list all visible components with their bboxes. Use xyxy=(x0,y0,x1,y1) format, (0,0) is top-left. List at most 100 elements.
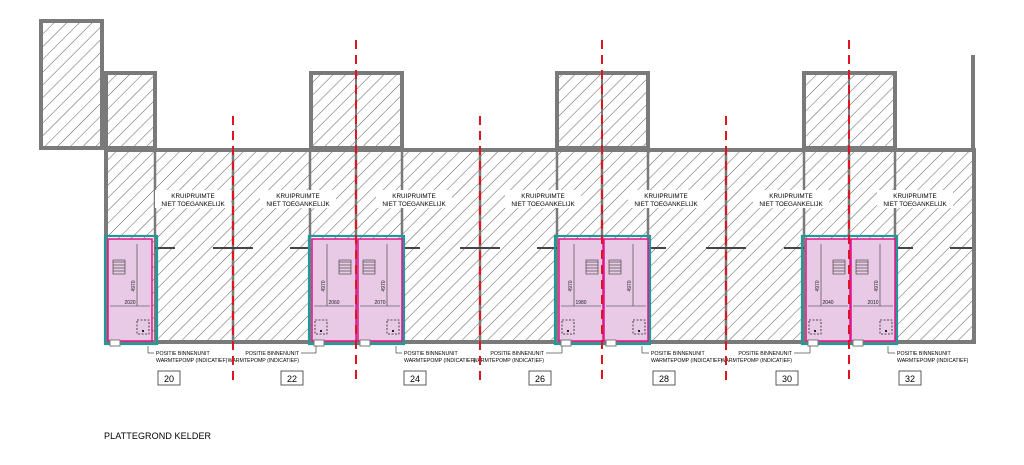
unit-number-box xyxy=(280,370,304,386)
crawlspace-line1: KRUIPRUIMTE xyxy=(893,193,936,200)
heatpump-line2: WARMTEPOMP (INDICATIEF) xyxy=(228,358,300,364)
heatpump-box xyxy=(561,319,575,335)
stair-icon xyxy=(608,259,622,275)
unit-number-text: 24 xyxy=(410,374,420,384)
width-dim-text: 2040 xyxy=(822,300,833,306)
label-bg xyxy=(753,190,829,208)
entrance-notch xyxy=(359,339,371,347)
label-bg xyxy=(628,190,704,208)
unit-number-box xyxy=(528,370,552,386)
crawlspace-line1: KRUIPRUIMTE xyxy=(392,193,435,200)
unit-number-28: 28 xyxy=(652,370,676,386)
entrance-notch xyxy=(852,339,864,347)
heatpump-box xyxy=(879,319,893,335)
heatpump-line2: WARMTEPOMP (INDICATIEF) xyxy=(651,358,723,364)
stair-outline xyxy=(832,259,846,275)
heatpump-dot xyxy=(142,330,144,332)
heatpump-dot xyxy=(320,330,322,332)
stair-icon xyxy=(338,259,352,275)
entrance-notch xyxy=(807,339,819,347)
heatpump-box xyxy=(632,319,646,335)
drawing-title: PLATTEGROND KELDER xyxy=(104,431,212,441)
heatpump-line2: WARMTEPOMP (INDICATIEF) xyxy=(473,358,545,364)
unit-number-text: 20 xyxy=(164,374,174,384)
label-bg xyxy=(155,190,231,208)
unit-number-text: 22 xyxy=(287,374,297,384)
heatpump-line2: WARMTEPOMP (INDICATIEF) xyxy=(404,358,476,364)
heatpump-line1: POSITIE BINNENUNIT xyxy=(245,351,299,357)
width-dim-text: 1980 xyxy=(575,300,586,306)
unit-number-26: 26 xyxy=(528,370,552,386)
crawlspace-line2: NIET TOEGANKELIJK xyxy=(161,201,225,208)
crawlspace-line2: NIET TOEGANKELIJK xyxy=(759,201,823,208)
entrance-notch xyxy=(560,339,572,347)
unit-number-22: 22 xyxy=(280,370,304,386)
heatpump-box xyxy=(136,319,150,335)
heatpump-line2: WARMTEPOMP (INDICATIEF) xyxy=(156,358,228,364)
heatpump-line1: POSITIE BINNENUNIT xyxy=(897,351,951,357)
crawlspace-line2: NIET TOEGANKELIJK xyxy=(382,201,446,208)
heatpump-line2: WARMTEPOMP (INDICATIEF) xyxy=(897,358,969,364)
crawlspace-line2: NIET TOEGANKELIJK xyxy=(511,201,575,208)
technical-room-26: 4970 1980 xyxy=(558,238,604,347)
heatpump-line1: POSITIE BINNENUNIT xyxy=(490,351,544,357)
stair-outline xyxy=(338,259,352,275)
unit-number-text: 30 xyxy=(782,374,792,384)
heatpump-line1: POSITIE BINNENUNIT xyxy=(738,351,792,357)
unit-number-box xyxy=(403,370,427,386)
label-bg xyxy=(376,190,452,208)
heatpump-dot xyxy=(392,330,394,332)
entrance-notch xyxy=(605,339,617,347)
depth-dim-text: 4970 xyxy=(568,280,574,291)
depth-dim-text: 4970 xyxy=(874,280,880,291)
stair-outline xyxy=(608,259,622,275)
heatpump-line1: POSITIE BINNENUNIT xyxy=(156,351,210,357)
stair-icon xyxy=(112,259,126,275)
unit-number-boxes: 20 22 24 26 28 30 32 xyxy=(157,370,922,386)
room-fill xyxy=(107,238,153,342)
heatpump-line1: POSITIE BINNENUNIT xyxy=(651,351,705,357)
depth-dim-text: 4970 xyxy=(627,280,633,291)
annexes xyxy=(39,19,975,150)
room-fill xyxy=(805,238,851,342)
depth-dim-text: 4970 xyxy=(321,280,327,291)
label-bg xyxy=(260,190,336,208)
unit-number-box xyxy=(157,370,181,386)
heatpump-box xyxy=(386,319,400,335)
stair-icon xyxy=(585,259,599,275)
room-fill xyxy=(850,238,896,342)
technical-room-28: 4970 xyxy=(603,238,649,347)
heatpump-line1: POSITIE BINNENUNIT xyxy=(404,351,458,357)
heatpump-line2: WARMTEPOMP (INDICATIEF) xyxy=(721,358,793,364)
unit-number-text: 28 xyxy=(659,374,669,384)
stair-icon xyxy=(855,259,869,275)
stair-outline xyxy=(585,259,599,275)
section-lines xyxy=(232,40,850,382)
unit-number-box xyxy=(775,370,799,386)
unit-number-32: 32 xyxy=(898,370,922,386)
stair-icon xyxy=(362,259,376,275)
heatpump-dot xyxy=(567,330,569,332)
room-fill xyxy=(357,238,403,342)
stair-outline xyxy=(112,259,126,275)
unit-number-box xyxy=(898,370,922,386)
unit-number-24: 24 xyxy=(403,370,427,386)
crawlspace-line1: KRUIPRUIMTE xyxy=(276,193,319,200)
unit-number-20: 20 xyxy=(157,370,181,386)
unit-number-text: 32 xyxy=(905,374,915,384)
